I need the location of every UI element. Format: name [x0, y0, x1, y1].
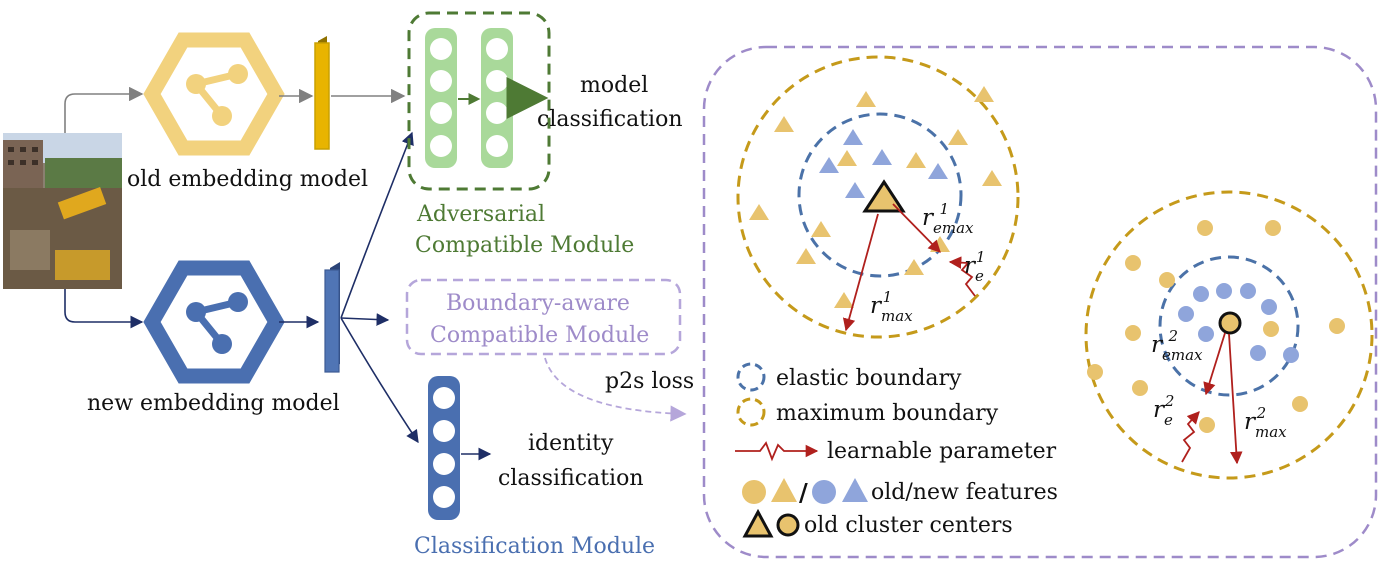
acm-dashed-frame [407, 11, 551, 191]
cluster-1-old-center-triangle [862, 179, 906, 213]
cluster-2-remax-label: remax2 [1151, 327, 1203, 364]
cluster-1-rmax-label: rmax1 [870, 288, 913, 325]
cluster-1-maximum-boundary [736, 55, 1020, 339]
legend-maximum-swatch [736, 397, 766, 427]
p2s-loss-label: p2s loss [605, 369, 694, 394]
legend-old-triangle [771, 478, 797, 502]
cluster-2-re-label: re2 [1153, 392, 1174, 429]
cluster-2-remax-arrow [1203, 332, 1226, 396]
legend-centers-label: old cluster centers [804, 513, 1013, 538]
legend-slash: / [799, 478, 808, 507]
legend-new-circle [812, 480, 836, 504]
old-model-label: old embedding model [127, 167, 368, 192]
acm-title-line1: Adversarial [416, 202, 545, 227]
photo-to-new-arrow [64, 289, 144, 329]
classifier-network [428, 376, 460, 520]
new-feature-bar [324, 262, 340, 373]
new-model-icon [143, 260, 285, 384]
photo-to-old-arrow [64, 86, 144, 133]
legend-learnable-swatch [735, 441, 819, 462]
identity-classification-line1: identity [528, 431, 614, 456]
acm-network [425, 28, 513, 168]
cluster-1-re-parameter [948, 256, 976, 297]
cluster-2-rmax-arrow [1228, 333, 1243, 465]
identity-classification-line2: classification [498, 466, 644, 491]
classification-module-title: Classification Module [414, 534, 655, 559]
legend-old-circle [742, 480, 766, 504]
cluster-1-rmax-arrow [842, 213, 879, 332]
cluster-2 [1084, 190, 1374, 480]
legend-elastic-label: elastic boundary [776, 366, 962, 391]
legend: elastic boundary maximum boundary learna… [735, 362, 1058, 538]
legend-features-label: old/new features [871, 480, 1058, 505]
p2s-arrow [544, 357, 687, 422]
legend-learnable-label: learnable parameter [827, 439, 1057, 464]
cluster-1-remax-arrow [892, 203, 941, 253]
legend-center-triangle [742, 508, 774, 538]
bcm-title-line1: Boundary-aware [446, 291, 630, 316]
boundary-panel-frame [702, 45, 1378, 559]
new-model-label: new embedding model [87, 391, 340, 416]
bcm-dashed-frame [405, 278, 682, 356]
new-to-classifier-arrow [340, 317, 419, 444]
cluster-2-rmax-label: rmax2 [1244, 404, 1287, 441]
legend-elastic-swatch [736, 362, 766, 392]
legend-center-circle [776, 513, 800, 537]
acm-title-line2: Compatible Module [415, 233, 634, 258]
cluster-2-old-center-circle [1218, 311, 1242, 335]
cluster-2-re-parameter [1181, 411, 1200, 463]
legend-maximum-label: maximum boundary [776, 401, 999, 426]
cluster-1-new-triangles [819, 129, 948, 198]
cluster-2-elastic-boundary [1158, 255, 1300, 397]
new-to-bcm-arrow [340, 313, 390, 326]
legend-new-triangle [842, 478, 868, 502]
cluster-2-old-circles [1087, 220, 1345, 433]
cluster-2-maximum-boundary [1084, 190, 1374, 480]
new-to-acm-arrow [340, 131, 414, 319]
cluster-1-elastic-boundary [797, 112, 963, 278]
input-photo [3, 133, 122, 289]
old-feature-bar [314, 36, 330, 150]
cluster-1-re-label: re1 [964, 248, 985, 285]
cluster-1 [736, 55, 1020, 339]
cluster-2-new-circles [1178, 283, 1299, 363]
cluster-1-remax-label: remax1 [922, 200, 974, 237]
model-classification-line2: classification [537, 107, 683, 132]
model-classification-line1: model [580, 73, 648, 98]
bcm-title-line2: Compatible Module [430, 323, 649, 348]
old-model-icon [143, 32, 285, 156]
